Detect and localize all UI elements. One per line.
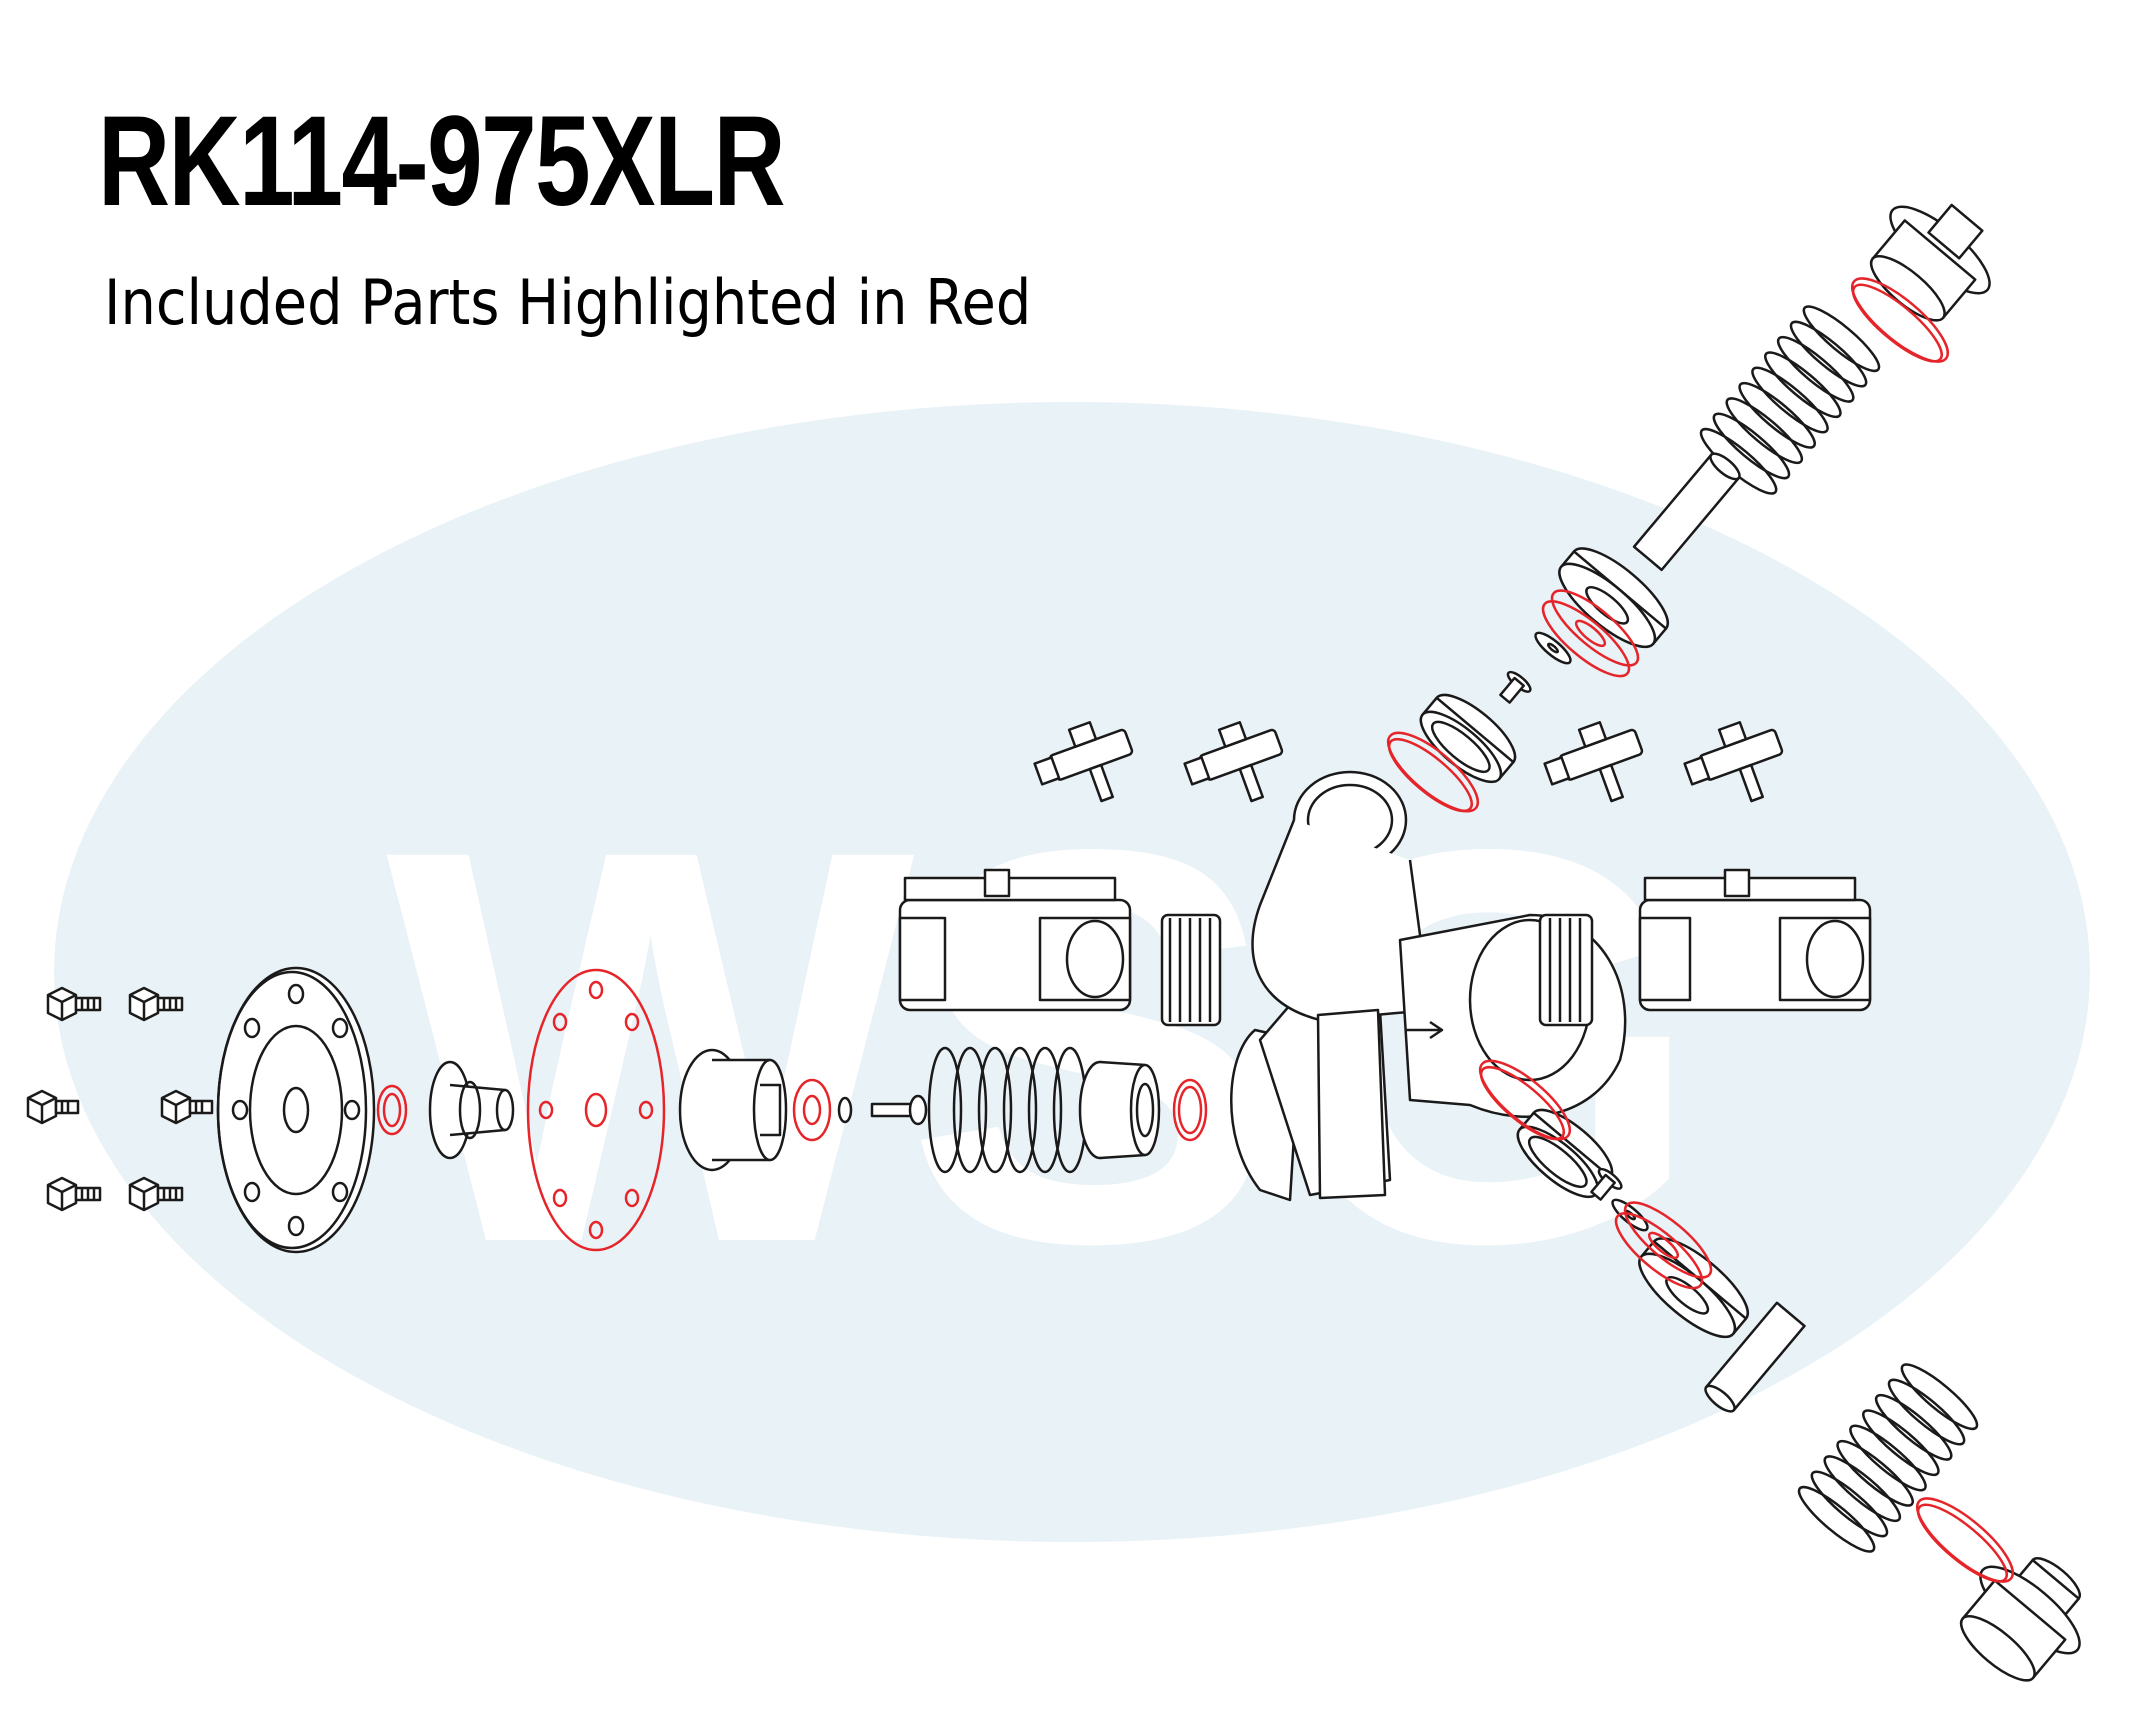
test-cock-1 (1033, 721, 1134, 803)
upper-disc-holder (1558, 547, 1669, 649)
spring-guide-o-ring (1172, 1078, 1208, 1142)
upper-cap (1869, 203, 1991, 322)
test-cock-3 (1543, 721, 1644, 803)
upper-washer (1534, 631, 1572, 665)
diaphragm-pusher (428, 1060, 515, 1160)
spring-guide (1078, 1060, 1161, 1160)
bolt-set (26, 986, 214, 1212)
upper-seat (1419, 693, 1517, 784)
diaphragm (526, 968, 666, 1252)
upper-stem (1632, 452, 1741, 572)
lower-spring (1797, 1363, 1979, 1553)
page-subtitle: Included Parts Highlighted in Red (104, 266, 1032, 339)
lower-screw (1590, 1167, 1623, 1201)
bolt-icon (46, 986, 102, 1022)
lower-seat-o-ring (1478, 1059, 1572, 1141)
bolt-icon (160, 1089, 214, 1125)
lower-check-disc (1614, 1201, 1713, 1290)
bolt-icon (46, 1176, 102, 1212)
upper-check-disc (1541, 589, 1640, 678)
diaphragm-o-ring (376, 1084, 408, 1136)
piston-body (678, 1048, 788, 1172)
page-title: RK114-975XLR (98, 90, 786, 233)
lower-stem (1704, 1301, 1806, 1413)
bolt-icon (128, 1176, 184, 1212)
upper-screw (1499, 670, 1532, 704)
valve-body (1160, 770, 1627, 1202)
relief-seat-o-ring (792, 1078, 832, 1142)
bolt-icon (26, 1089, 80, 1125)
test-cock-4 (1683, 721, 1784, 803)
test-cock-2 (1183, 721, 1284, 803)
upper-seat-o-ring (1386, 731, 1480, 813)
lower-cap (1959, 1557, 2082, 1682)
cover-plate (216, 966, 376, 1254)
upper-cap-o-ring (1851, 277, 1949, 363)
main-spring (927, 1046, 1088, 1174)
bolt-icon (128, 986, 184, 1022)
lower-cap-o-ring (1916, 1497, 2014, 1583)
shutoff-valve-right (1638, 868, 1872, 1012)
lower-seat (1516, 1108, 1614, 1199)
retainer-screw (837, 1094, 928, 1126)
shutoff-valve-left (898, 868, 1132, 1012)
upper-spring (1699, 305, 1881, 495)
